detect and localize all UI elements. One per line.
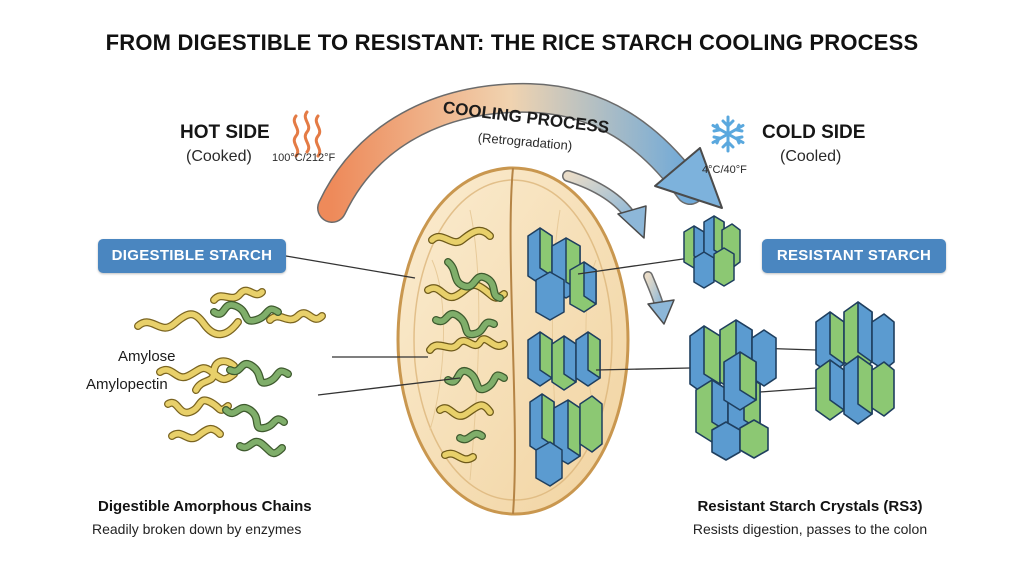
- grain-crystal-cluster-middle: [527, 331, 601, 391]
- snowflake-icon: [711, 115, 745, 153]
- hot-side-temp: 100°C/212°F: [272, 152, 336, 164]
- heat-waves-icon: [292, 110, 322, 158]
- amylopectin-chains-fill: [211, 302, 291, 456]
- small-arrow-lower: [643, 271, 675, 325]
- grain-crystal-cluster-top: [527, 227, 597, 321]
- leader-lines: [285, 255, 817, 396]
- cold-side-title: COLD SIDE: [762, 122, 866, 143]
- small-crystal-cluster: [683, 215, 741, 289]
- hot-side-title: HOT SIDE: [180, 122, 270, 143]
- hot-side-subtitle: (Cooked): [186, 148, 252, 165]
- amylose-label: Amylose: [118, 348, 176, 365]
- large-crystal-cluster-left: [689, 319, 777, 461]
- amylose-chains-fill: [135, 287, 325, 441]
- right-caption-title: Resistant Starch Crystals (RS3): [697, 498, 923, 515]
- resistant-starch-badge: RESISTANT STARCH: [762, 239, 946, 273]
- grain-crystal-cluster-bottom: [529, 393, 603, 487]
- small-arrow-upper: [562, 170, 647, 239]
- cold-side-subtitle: (Cooled): [780, 148, 842, 165]
- large-crystal-cluster-right: [815, 301, 895, 425]
- left-caption-subtitle: Readily broken down by enzymes: [92, 521, 302, 537]
- cooling-arc-arrow: [317, 82, 723, 223]
- amylopectin-label: Amylopectin: [86, 376, 168, 393]
- page-title: FROM DIGESTIBLE TO RESISTANT: THE RICE S…: [105, 30, 919, 55]
- digestible-starch-badge: DIGESTIBLE STARCH: [98, 239, 286, 273]
- grain-amylopectin-chains-fill: [433, 259, 507, 443]
- right-caption-subtitle: Resists digestion, passes to the colon: [692, 521, 928, 537]
- cold-side-temp: 4°C/40°F: [702, 164, 747, 176]
- left-caption-title: Digestible Amorphous Chains: [98, 498, 312, 515]
